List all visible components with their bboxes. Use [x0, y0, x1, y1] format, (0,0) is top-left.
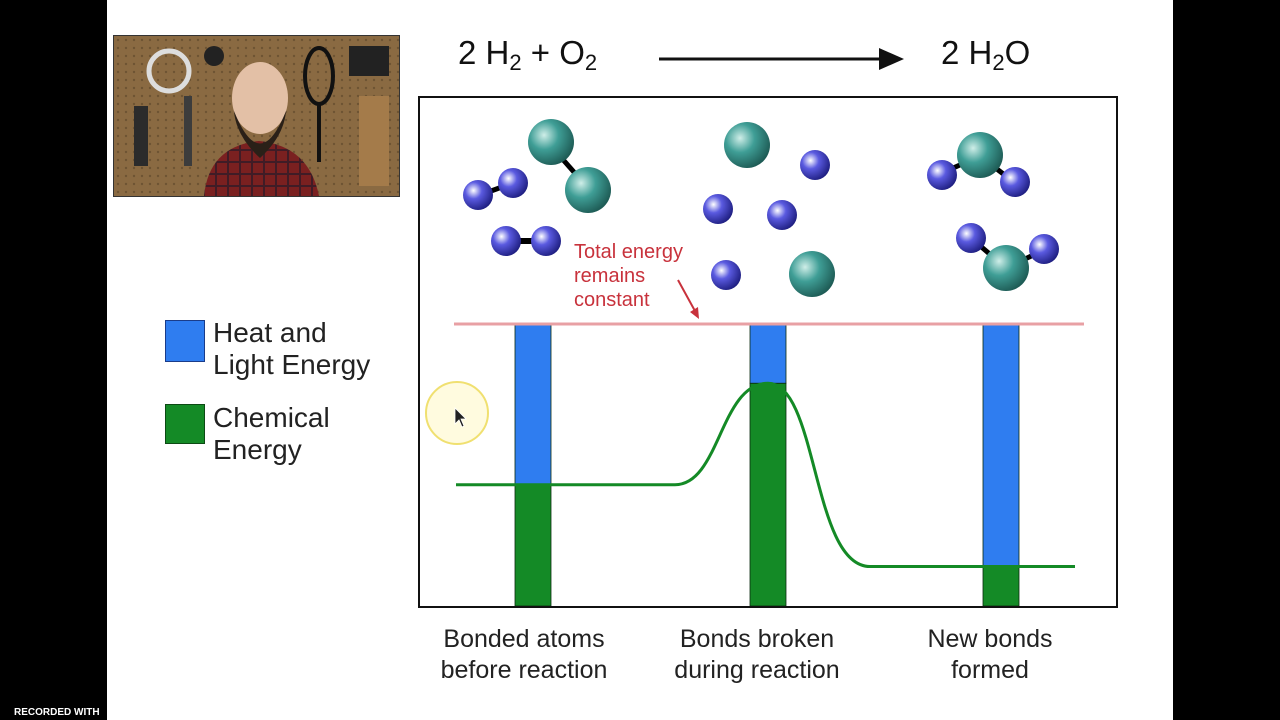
energy-chart: Total energy remains constant	[425, 119, 1084, 606]
hydrogen-atom	[1029, 234, 1059, 264]
legend-chemical-label: Chemical Energy	[213, 402, 330, 465]
hydrogen-atom	[927, 160, 957, 190]
annotation-line-1: Total energy	[574, 241, 683, 263]
hydrogen-atom	[531, 226, 561, 256]
hydrogen-atom	[498, 168, 528, 198]
hydrogen-atom	[1000, 167, 1030, 197]
legend-heat-swatch	[165, 320, 205, 362]
reactants-equation: 2 H2 + O2	[458, 34, 598, 75]
bars-group	[514, 323, 1020, 606]
products-equation: 2 H2O	[941, 34, 1031, 75]
heat-bar-3	[982, 323, 1020, 567]
hydrogen-atom	[711, 260, 741, 290]
recorded-with-watermark: RECORDED WITH	[14, 707, 100, 718]
reaction-arrow-icon	[659, 48, 904, 70]
chemical-bar-1	[514, 484, 552, 606]
annotation-line-2: remains	[574, 265, 645, 287]
molecules-before	[463, 119, 611, 256]
heat-bar-1	[514, 323, 552, 486]
presentation-slide: 2 H2 + O2 2 H2O Heat and Light Energy Ch…	[107, 0, 1173, 720]
chemical-bar-3	[982, 566, 1020, 606]
legend-heat-label: Heat and Light Energy	[213, 317, 371, 380]
hydrogen-atom	[491, 226, 521, 256]
oxygen-atom	[957, 132, 1003, 178]
oxygen-atom	[789, 251, 835, 297]
heat-bar-2	[749, 323, 787, 384]
hydrogen-atom	[800, 150, 830, 180]
energy-diagram: Total energy remains constant	[418, 96, 1118, 608]
oxygen-atom	[528, 119, 574, 165]
hydrogen-atom	[767, 200, 797, 230]
hydrogen-atom	[956, 223, 986, 253]
atoms-separated	[703, 122, 835, 297]
oxygen-atom	[565, 167, 611, 213]
mouse-pointer-icon	[454, 407, 467, 428]
molecules-after	[927, 132, 1059, 291]
annotation-arrow-icon	[677, 279, 699, 319]
hydrogen-atom	[703, 194, 733, 224]
webcam-video	[113, 35, 400, 197]
chemical-bar-2	[749, 382, 787, 606]
hydrogen-atom	[463, 180, 493, 210]
oxygen-atom	[724, 122, 770, 168]
chemical-energy-curve	[456, 381, 1075, 569]
oxygen-atom	[983, 245, 1029, 291]
legend-chemical-swatch	[165, 404, 205, 444]
annotation-line-3: constant	[574, 289, 650, 311]
